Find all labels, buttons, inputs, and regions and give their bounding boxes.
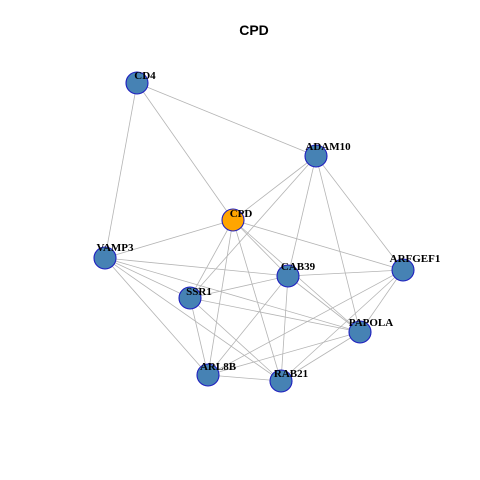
node-label-cab39: CAB39 [281,261,316,273]
node-label-arl8b: ARL8B [200,361,237,373]
node-rab21 [269,369,293,393]
edge-cab39-papola [287,275,361,333]
edge-papola-rab21 [280,331,361,382]
node-label-cpd: CPD [230,208,253,220]
node-label-papola: PAPOLA [349,317,393,329]
node-label-cd4: CD4 [134,70,156,82]
edge-ssr1-papola [189,297,361,333]
node-cd4 [125,71,149,95]
node-label-ssr1: SSR1 [186,286,212,298]
edge-cd4-vamp3 [104,82,138,259]
edge-adam10-arfgef1 [315,155,404,271]
node-label-arfgef1: ARFGEF1 [390,253,441,265]
node-label-adam10: ADAM10 [305,141,351,153]
edge-cab39-rab21 [280,275,289,382]
edge-vamp3-papola [104,257,361,333]
edge-vamp3-cab39 [104,257,289,277]
node-layer [93,71,415,393]
node-adam10 [304,144,328,168]
edge-vamp3-rab21 [104,257,282,382]
edge-cd4-cpd [136,82,234,221]
edge-cab39-ssr1 [189,275,289,299]
edge-vamp3-arl8b [104,257,209,376]
node-vamp3 [93,246,117,270]
node-cab39 [276,264,300,288]
edge-arfgef1-rab21 [280,269,404,382]
node-label-rab21: RAB21 [274,368,308,380]
node-arfgef1 [391,258,415,282]
edge-arfgef1-papola [359,269,404,333]
edge-vamp3-ssr1 [104,257,191,299]
edge-adam10-ssr1 [189,155,317,299]
edge-cd4-adam10 [136,82,317,157]
edge-ssr1-rab21 [189,297,282,382]
node-cpd [221,208,245,232]
node-arl8b [196,363,220,387]
edge-cpd-arfgef1 [232,219,404,271]
edge-arl8b-rab21 [207,374,282,382]
node-papola [348,320,372,344]
node-ssr1 [178,286,202,310]
graph-title: CPD [239,22,269,38]
edge-cpd-vamp3 [104,219,234,259]
edge-adam10-cab39 [287,155,317,277]
edge-arfgef1-arl8b [207,269,404,376]
edge-cab39-arl8b [207,275,289,376]
edge-papola-arl8b [207,331,361,376]
edge-cpd-cab39 [232,219,289,277]
edge-cab39-arfgef1 [287,269,404,277]
edge-adam10-papola [315,155,361,333]
node-label-vamp3: VAMP3 [96,242,134,254]
edge-adam10-cpd [232,155,317,221]
edge-cpd-arl8b [207,219,234,376]
edge-cpd-rab21 [232,219,282,382]
edge-ssr1-arl8b [189,297,209,376]
